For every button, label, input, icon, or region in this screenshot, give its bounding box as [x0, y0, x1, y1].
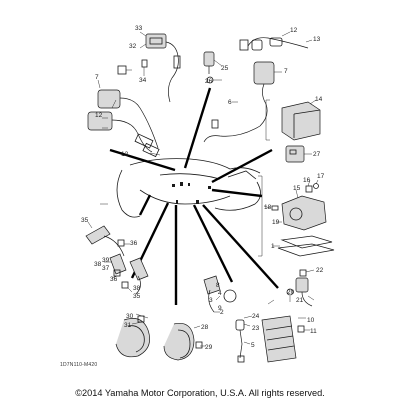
callout-35-top: 35 — [81, 217, 89, 224]
callout-28: 28 — [201, 324, 209, 331]
motorcycle-outline — [116, 158, 261, 218]
ignition-coil-left — [87, 79, 161, 158]
callout-16: 16 — [303, 177, 311, 184]
callout-6: 6 — [228, 99, 232, 106]
callout-12-mid: 12 — [121, 151, 129, 158]
ecu-unit — [281, 99, 321, 141]
callout-27: 27 — [313, 151, 321, 158]
callout-29: 29 — [205, 344, 213, 351]
callout-34: 34 — [139, 77, 147, 84]
callout-38-left: 38 — [94, 261, 102, 268]
callout-4: 4 — [218, 290, 222, 297]
ignition-coil-right — [203, 31, 313, 143]
callout-17: 17 — [317, 173, 325, 180]
callout-26: 26 — [205, 78, 213, 85]
callout-25: 25 — [221, 65, 229, 72]
copyright-notice: ©2014 Yamaha Motor Corporation, U.S.A. A… — [75, 388, 325, 398]
callout-35-bottom: 35 — [133, 293, 141, 300]
callout-23: 23 — [252, 325, 260, 332]
callout-36-bottom: 36 — [110, 276, 118, 283]
callout-30: 30 — [126, 313, 134, 320]
sensor-25-26 — [203, 51, 223, 84]
callout-39: 39 — [102, 257, 110, 264]
callout-labels: 32 33 34 7 7 12 12 12 13 25 26 6 14 27 1… — [81, 25, 325, 351]
horn-assembly — [115, 313, 206, 361]
relay-unit — [285, 145, 312, 163]
grouping-brackets — [100, 99, 275, 305]
callout-18: 18 — [264, 204, 272, 211]
sensor-bottom-center — [203, 275, 253, 363]
callout-5: 5 — [251, 342, 255, 349]
callout-10: 10 — [307, 317, 315, 324]
callout-36-top: 36 — [130, 240, 138, 247]
callout-37: 37 — [102, 265, 110, 272]
sensor-assembly-top-left — [117, 31, 181, 103]
callout-12-top: 12 — [290, 27, 298, 34]
callout-32: 32 — [129, 43, 137, 50]
callout-33: 33 — [135, 25, 143, 32]
callout-20: 20 — [287, 289, 295, 296]
callout-9: 9 — [218, 305, 222, 312]
callout-8: 8 — [216, 282, 220, 289]
callout-13: 13 — [313, 36, 321, 43]
callout-7-left: 7 — [95, 74, 99, 81]
callout-1: 1 — [271, 243, 275, 250]
callout-31: 31 — [124, 322, 132, 329]
callout-14: 14 — [315, 96, 323, 103]
handlebar-switch-assembly — [85, 221, 149, 295]
callout-15: 15 — [293, 185, 301, 192]
sensor-20-21-22 — [286, 269, 315, 307]
callout-38-right: 38 — [133, 285, 141, 292]
rectifier-regulator — [261, 315, 310, 363]
callout-3: 3 — [209, 297, 213, 304]
callout-2: 2 — [220, 309, 224, 316]
callout-21: 21 — [296, 297, 304, 304]
callout-24: 24 — [252, 313, 260, 320]
callout-22: 22 — [316, 267, 324, 274]
callout-12-left: 12 — [95, 112, 103, 119]
diagram-reference-code: 1D7N110-M420 — [60, 362, 98, 368]
callout-11: 11 — [310, 328, 317, 335]
hydraulic-unit-cluster — [263, 179, 335, 257]
callout-7-right: 7 — [284, 68, 288, 75]
callout-19: 19 — [272, 219, 280, 226]
